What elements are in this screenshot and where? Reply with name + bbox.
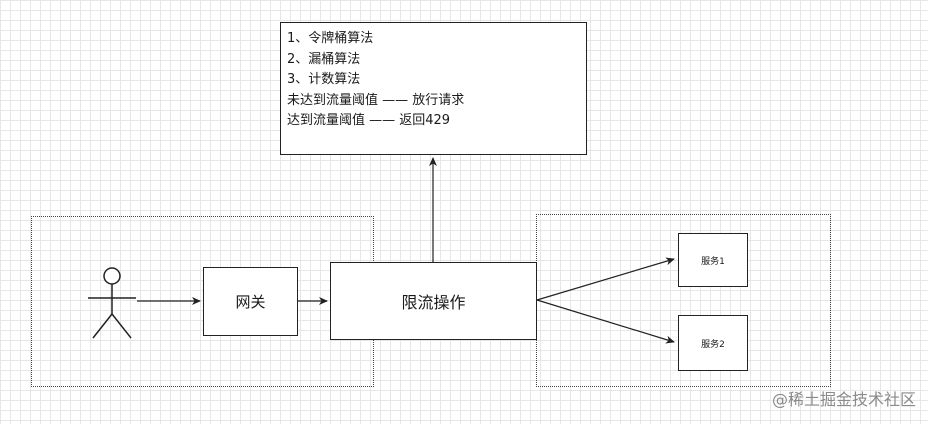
note-line-2: 2、漏桶算法 <box>287 51 361 67</box>
actor-icon <box>88 267 136 339</box>
service1-node: 服务1 <box>678 233 748 287</box>
algorithm-note-box: 1、令牌桶算法 2、漏桶算法 3、计数算法 未达到流量阈值 —— 放行请求 达到… <box>280 22 587 155</box>
note-line-4: 未达到流量阈值 —— 放行请求 <box>287 92 465 108</box>
note-line-1: 1、令牌桶算法 <box>287 31 374 46</box>
service2-node: 服务2 <box>678 315 748 371</box>
gateway-node: 网关 <box>203 267 298 336</box>
rate-limiter-label: 限流操作 <box>401 293 466 312</box>
note-line-5: 达到流量阈值 —— 返回429 <box>287 113 451 129</box>
watermark-text: @稀土掘金技术社区 <box>771 390 916 409</box>
note-line-3: 3、计数算法 <box>287 72 361 88</box>
arrow-limiter-to-service2 <box>536 299 675 344</box>
arrow-limiter-to-service1 <box>536 257 675 301</box>
rate-limiter-node: 限流操作 <box>330 262 537 340</box>
service1-label: 服务1 <box>701 256 725 267</box>
service2-label: 服务2 <box>701 339 725 350</box>
gateway-label: 网关 <box>235 293 266 311</box>
